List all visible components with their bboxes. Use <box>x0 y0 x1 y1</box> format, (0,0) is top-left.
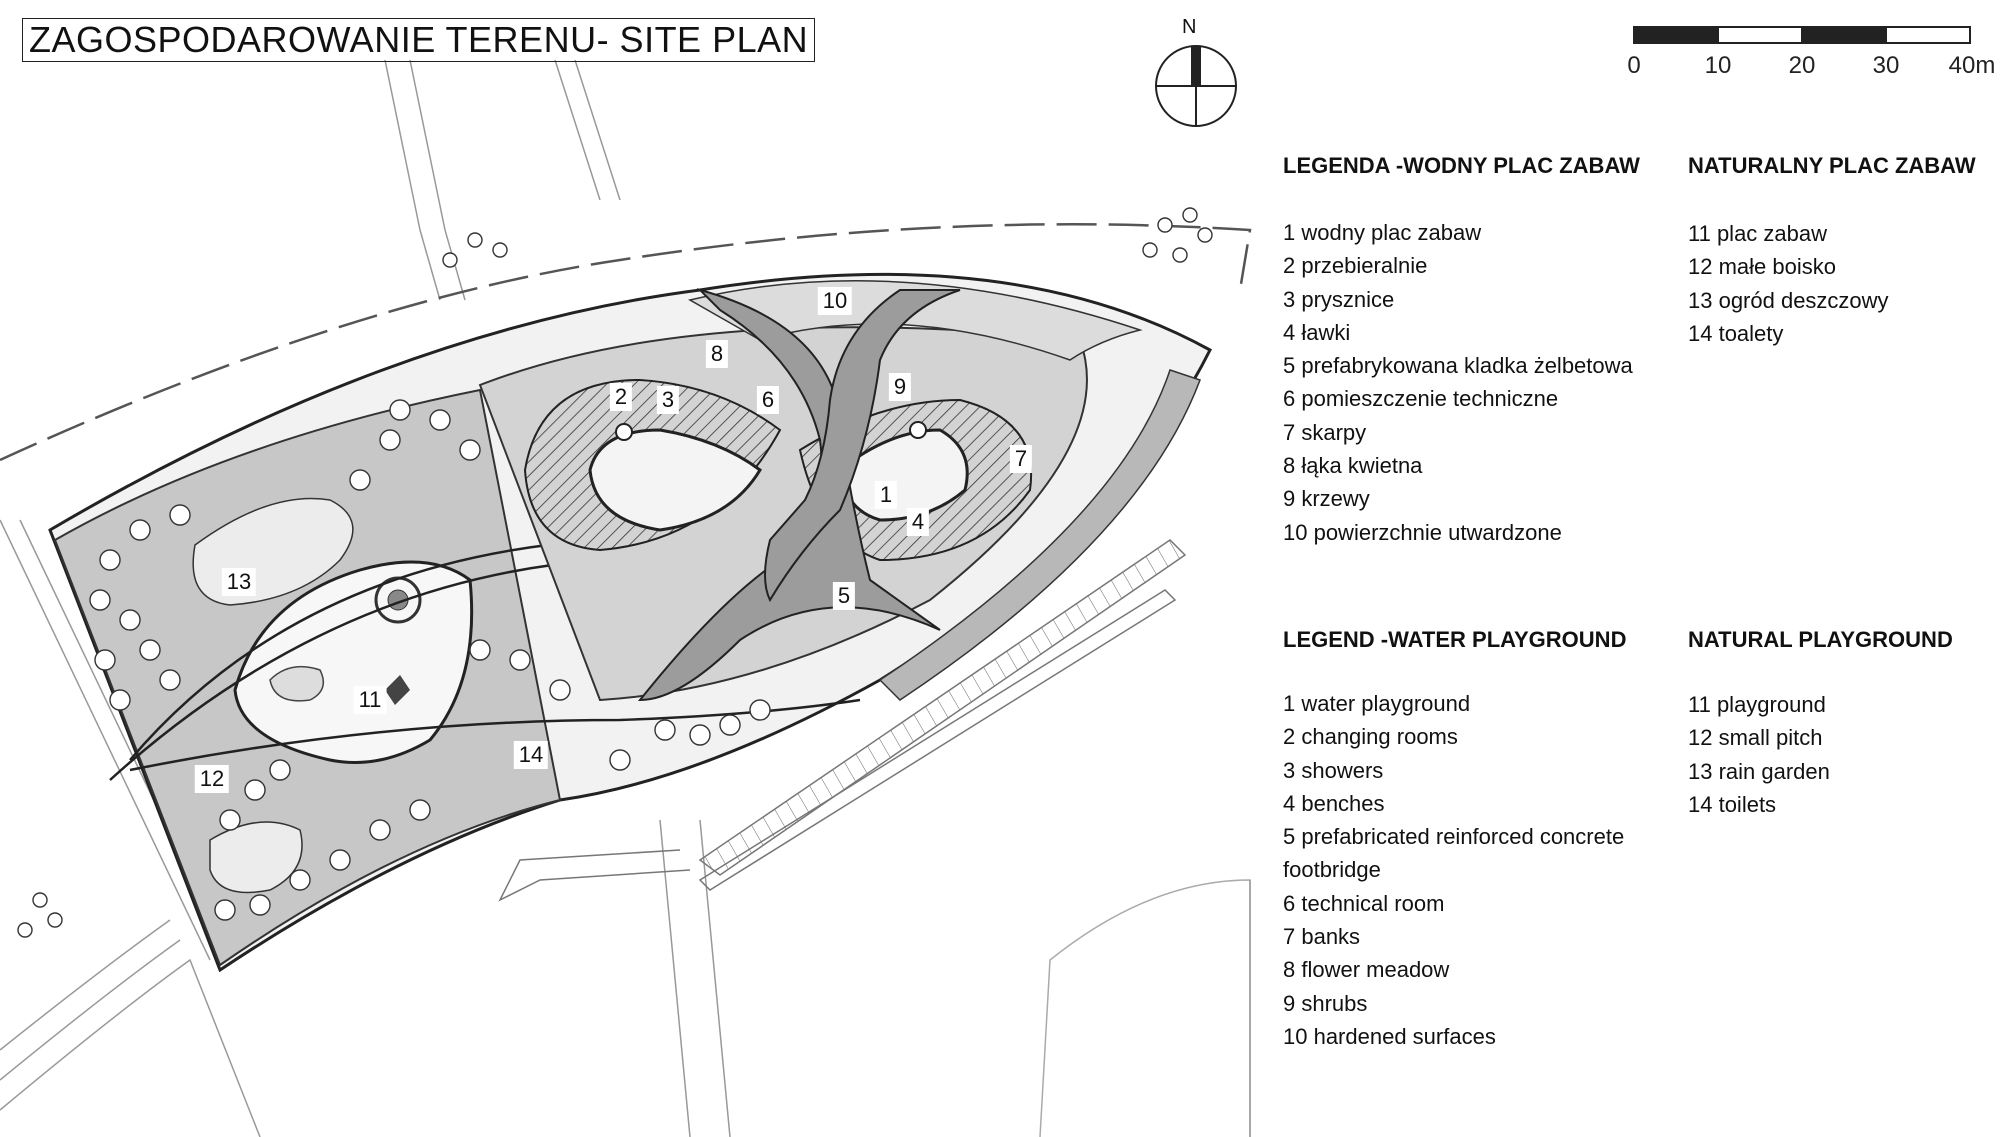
legend-item: 13 rain garden <box>1688 758 1830 784</box>
legend-item: 13 ogród deszczowy <box>1688 287 1889 313</box>
scale-label: 0 <box>1627 52 1641 79</box>
legend-item: 1 wodny plac zabaw <box>1283 220 1482 245</box>
legend-pl-natural-heading: NATURALNY PLAC ZABAW <box>1688 153 1976 178</box>
legend-item: 4 benches <box>1283 790 1385 816</box>
legend-pl-water-heading: LEGENDA -WODNY PLAC ZABAW <box>1283 153 1640 178</box>
scale-label: 10 <box>1704 52 1732 79</box>
scale-label: 20 <box>1788 52 1816 79</box>
legend-item: 2 przebieralnie <box>1283 253 1428 279</box>
lower-basin <box>209 821 303 894</box>
footbridge-arm <box>764 289 961 603</box>
plan-label-5: 5 <box>832 582 856 610</box>
plan-label-12: 12 <box>194 765 230 793</box>
plan-label-4: 4 <box>906 508 930 536</box>
legend-item: 3 showers <box>1283 757 1384 783</box>
legend-item: 7 banks <box>1283 924 1361 950</box>
plan-label-6: 6 <box>756 386 780 414</box>
legend-item: 12 small pitch <box>1688 725 1823 751</box>
tree-symbols <box>17 207 1213 938</box>
legend-pl-water-list: 1 wodny plac zabaw 2 przebieralnie 3 pry… <box>1283 216 1633 549</box>
shower-post-left <box>615 423 633 441</box>
legend-item: 9 krzewy <box>1283 486 1370 512</box>
legend-item: 6 technical room <box>1283 890 1445 916</box>
pool-left <box>588 428 762 532</box>
playground-ellipse <box>233 560 474 764</box>
legend-item: 10 powierzchnie utwardzone <box>1283 519 1562 545</box>
legend-item: 11 plac zabaw <box>1688 221 1828 246</box>
star-feature <box>385 675 410 705</box>
legend-pl-natural-list: 11 plac zabaw 12 małe boisko 13 ogród de… <box>1688 217 1889 350</box>
pool-right <box>838 428 969 522</box>
terrace-steps <box>498 539 1187 902</box>
plan-label-1: 1 <box>874 481 898 509</box>
plan-label-7: 7 <box>1009 445 1033 473</box>
legend-item: 8 łąka kwietna <box>1283 453 1423 479</box>
plan-label-8: 8 <box>705 340 729 368</box>
legend-item: 6 pomieszczenie techniczne <box>1283 386 1559 412</box>
legend-item: 2 changing rooms <box>1283 724 1458 750</box>
plan-label-3: 3 <box>656 386 680 414</box>
legend-en-water-list: 1 water playground 2 changing rooms 3 sh… <box>1283 687 1624 1053</box>
legend-item: 11 playground <box>1688 692 1826 717</box>
legend-item: 4 ławki <box>1283 319 1351 345</box>
scale-bar <box>1633 26 1971 44</box>
compass-north-label: N <box>1182 16 1197 38</box>
plan-label-13: 13 <box>221 568 257 596</box>
legend-item: 14 toilets <box>1688 791 1777 817</box>
plan-label-2: 2 <box>609 383 633 411</box>
sand-pit <box>269 665 325 702</box>
legend-item: 3 prysznice <box>1283 286 1395 312</box>
legend-item: 5 prefabrykowana kladka żelbetowa <box>1283 353 1633 379</box>
shower-post-right <box>909 421 927 439</box>
right-slope-strip <box>878 369 1201 701</box>
legend-item: footbridge <box>1283 857 1381 883</box>
plan-label-9: 9 <box>888 373 912 401</box>
legend-item: 7 skarpy <box>1283 419 1367 445</box>
context-streets <box>0 59 1251 1137</box>
legend-item: 5 prefabricated reinforced concrete <box>1283 824 1625 850</box>
legend-en-natural-list: 11 playground 12 small pitch 13 rain gar… <box>1688 688 1830 821</box>
legend-en-water-heading: LEGEND -WATER PLAYGROUND <box>1283 627 1627 652</box>
plan-label-14: 14 <box>513 741 549 769</box>
scale-label: 40m <box>1948 52 1996 79</box>
legend-item: 8 flower meadow <box>1283 957 1450 983</box>
legend-item: 14 toalety <box>1688 320 1784 346</box>
plan-label-11: 11 <box>353 686 387 714</box>
site-boundary-dashed <box>0 223 1252 462</box>
legend-item: 9 shrubs <box>1283 990 1368 1016</box>
legend-item: 12 małe boisko <box>1688 254 1836 280</box>
north-compass <box>1155 45 1237 127</box>
scale-label: 30 <box>1872 52 1900 79</box>
page-title: ZAGOSPODAROWANIE TERENU- SITE PLAN <box>22 18 816 62</box>
plan-label-10: 10 <box>817 287 853 315</box>
legend-en-natural-heading: NATURAL PLAYGROUND <box>1688 627 1953 652</box>
legend-item: 1 water playground <box>1283 691 1471 716</box>
legend-item: 10 hardened surfaces <box>1283 1023 1496 1049</box>
